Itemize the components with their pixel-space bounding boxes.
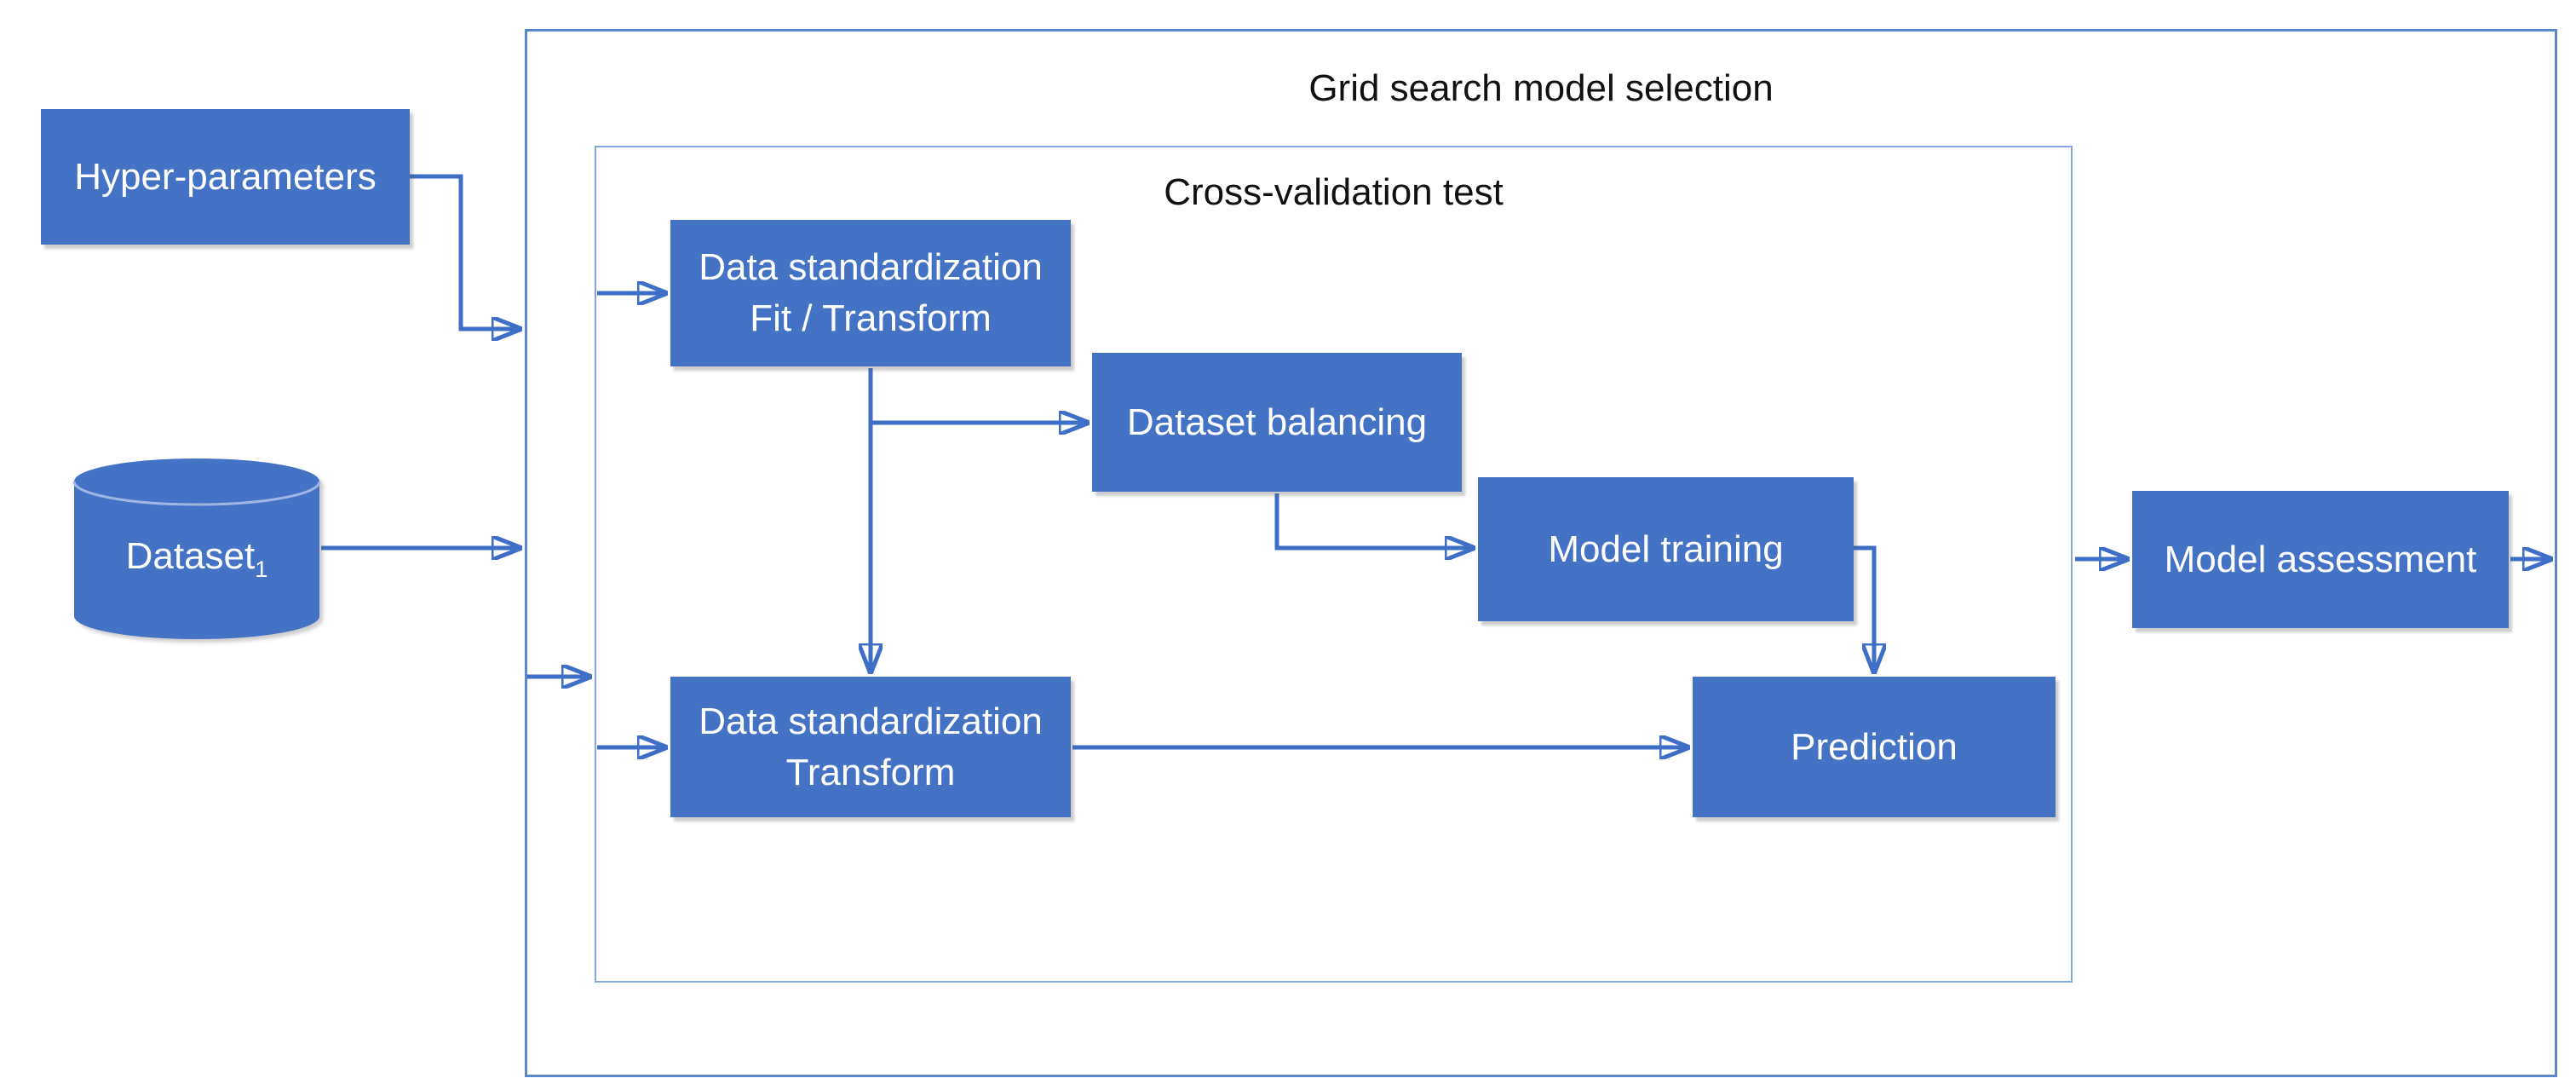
- model-assessment-node: Model assessment: [2132, 491, 2509, 628]
- std-transform-line2: Transform: [785, 751, 956, 793]
- dataset-balancing-node: Dataset balancing: [1092, 353, 1462, 492]
- prediction-node: Prediction: [1693, 677, 2056, 817]
- cylinder-shape-icon: [72, 458, 321, 639]
- data-standardization-transform-node: Data standardization Transform: [670, 677, 1071, 817]
- dataset-cylinder-node: Dataset1: [72, 456, 321, 642]
- model-training-label: Model training: [1548, 528, 1784, 570]
- cross-validation-container: [595, 146, 2073, 983]
- prediction-label: Prediction: [1791, 725, 1958, 768]
- dataset-balancing-label: Dataset balancing: [1126, 401, 1428, 443]
- connector-hyperparameters-to-gridsearch: [410, 174, 521, 329]
- connector-balancing-to-training: [1274, 493, 1475, 548]
- data-standardization-fit-node: Data standardization Fit / Transform: [670, 220, 1071, 366]
- hyper-parameters-node: Hyper-parameters: [41, 109, 410, 245]
- connector-training-to-prediction: [1854, 545, 1874, 673]
- model-training-node: Model training: [1478, 477, 1854, 621]
- std-fit-line1: Data standardization: [699, 246, 1043, 288]
- hyper-parameters-label: Hyper-parameters: [74, 155, 377, 198]
- std-fit-line2: Fit / Transform: [750, 297, 992, 339]
- dataset-label: Dataset1: [125, 535, 268, 582]
- model-assessment-label: Model assessment: [2164, 538, 2477, 580]
- cross-validation-title: Cross-validation test: [1164, 171, 1504, 213]
- grid-search-title: Grid search model selection: [1308, 67, 1774, 109]
- std-transform-line1: Data standardization: [699, 700, 1043, 742]
- grid-search-container: [525, 29, 2557, 1077]
